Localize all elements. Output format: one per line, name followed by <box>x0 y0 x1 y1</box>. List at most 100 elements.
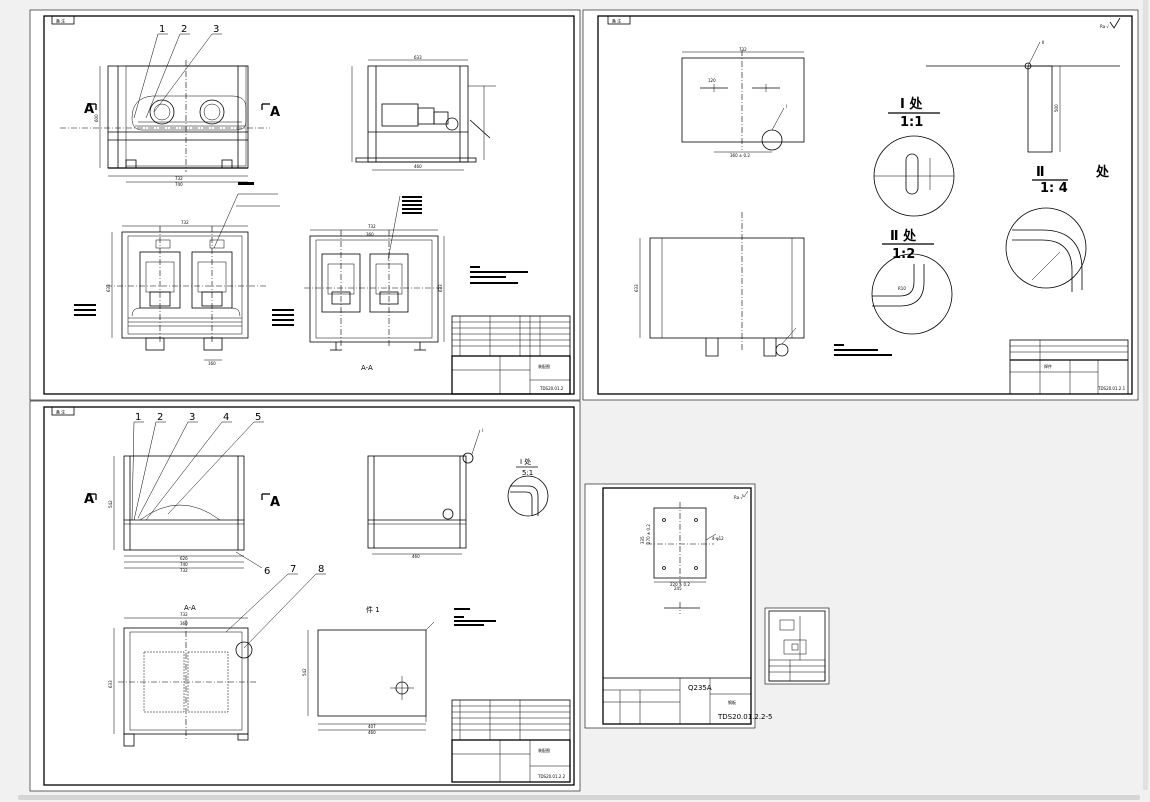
sheet-5-thumbnail[interactable] <box>764 607 830 685</box>
sheet4-material: Q235A <box>688 684 712 692</box>
sheet4-dim-w: 220 ± 0.2 <box>670 582 690 587</box>
sheet3-balloon-3: 3 <box>189 412 195 423</box>
sheet2-drawing-number: TDS20.01.2.1 <box>1097 386 1126 391</box>
sheet2-stamp: 备 注 <box>612 18 621 24</box>
sheet4-drawing-number: TDS20.01.2.2-5 <box>717 713 773 721</box>
sheet-2[interactable]: 备 注 Ra √ 732 120 I 360 ± 0.2 Ⅰ 处 1:1 II <box>582 9 1139 401</box>
sheet2-detail1-title: Ⅰ 处 <box>900 96 923 112</box>
sheet3-side-view: I 460 <box>367 428 483 559</box>
sheet3-balloon-4: 4 <box>223 412 229 423</box>
sheet3-detail-scale: 5:1 <box>522 469 533 477</box>
sheet4-plate-view: 220 ± 0.2 245 270 ± 0.2 335 4-φ12 <box>640 502 724 614</box>
sheet-1[interactable]: 备 注 600 732 740 1 2 3 <box>29 9 581 401</box>
sheet3-stamp: 备 注 <box>56 409 65 415</box>
sheet3-aa-view: A-A 732 360 633 <box>108 604 256 747</box>
sheet3-front-view: 542 626 740 732 1 2 3 4 5 A A 6 7 8 <box>84 412 326 649</box>
vertical-scrollbar[interactable] <box>1143 0 1148 790</box>
sheet2-detail-3: Ⅱ 处 1: 4 <box>1005 164 1110 292</box>
sheet1-dim-aa-w: 732 <box>368 224 376 229</box>
sheet3-balloon-7: 7 <box>290 564 296 575</box>
sheet1-dim-top-h: 633 <box>106 284 111 292</box>
sheet1-side-view: 633 460 <box>351 55 496 171</box>
sheet1-top-view: 732 633 160 <box>74 182 294 366</box>
sheet3-title-block[interactable]: 装配图 TDS20.01.2.2 <box>451 699 571 783</box>
sheet2-dim-hole: 360 ± 0.2 <box>730 153 750 158</box>
sheet2-title: 焊件 <box>1044 363 1052 369</box>
sheet3-dim-w3: 626 <box>180 556 188 561</box>
sheet3-part-view: 件 1 407 460 542 <box>302 605 496 735</box>
sheet2-leader-ii: II <box>1042 40 1044 45</box>
sheet1-dim-front-w: 740 <box>175 182 183 187</box>
sheet4-dim-h: 270 ± 0.2 <box>646 524 651 544</box>
sheet2-leader-i: I <box>786 104 787 109</box>
sheet3-section-mark-right: A <box>270 495 280 510</box>
sheet3-dim-c-w: 460 <box>368 730 376 735</box>
sheet4-title: 钢板 <box>728 699 736 705</box>
sheet3-dim-c-w2: 407 <box>368 724 376 729</box>
sheet3-balloons-top: 1 2 3 4 5 <box>131 412 264 521</box>
sheet1-drawing-number: TDS20.01.2 <box>539 386 564 391</box>
sheet3-balloon-2: 2 <box>157 412 163 423</box>
sheet4-dim-w2: 245 <box>674 586 682 591</box>
sheet2-plate-top: 732 120 I 360 ± 0.2 <box>681 47 805 158</box>
sheet3-section-mark-left: A <box>84 492 94 507</box>
sheet3-detail: Ⅰ 处 5:1 <box>507 457 549 517</box>
sheet3-dim-w: 740 <box>180 562 188 567</box>
sheet2-detail3-scale: 1: 4 <box>1040 181 1068 196</box>
sheet1-dim-front-h: 600 <box>94 114 99 122</box>
sheet2-detail3-suffix: 处 <box>1095 164 1110 180</box>
sheet2-notes <box>834 344 892 356</box>
sheet1-balloon-3: 3 <box>213 24 219 35</box>
sheet1-dim-small: 160 <box>208 361 216 366</box>
sheet3-balloon-8: 8 <box>318 564 324 575</box>
sheet2-dim-r1: R10 <box>898 286 906 291</box>
sheet2-detail-2: Ⅱ 处 1:2 R10 <box>871 228 953 335</box>
sheet3-drawing-number: TDS20.01.2.2 <box>537 774 566 779</box>
sheet2-title-block[interactable]: 焊件 TDS20.01.2.1 <box>1009 339 1129 395</box>
sheet3-section-caption: A-A <box>184 604 196 612</box>
sheet2-detail-1: Ⅰ 处 1:1 <box>873 96 955 217</box>
sheet2-plate-bottom: 633 <box>634 212 805 357</box>
sheet1-dim-side-w: 633 <box>414 55 422 60</box>
sheet1-notes <box>470 266 528 284</box>
sheet-3[interactable]: 备 注 542 626 740 732 1 2 3 4 5 A <box>29 400 581 792</box>
sheet3-title: 装配图 <box>538 747 550 753</box>
sheet2-dim-side: 500 <box>1054 104 1059 112</box>
sheet3-dim-aa-w: 732 <box>180 612 188 617</box>
sheet4-title-block[interactable]: Q235A 钢板 TDS20.01.2.2-5 <box>602 677 773 725</box>
sheet3-dim-c-h: 542 <box>302 668 307 676</box>
sheet1-front-view: 600 732 740 1 2 3 A A <box>60 24 280 187</box>
horizontal-scrollbar[interactable] <box>18 795 1140 800</box>
sheet3-balloon-5: 5 <box>255 412 261 423</box>
sheet-4[interactable]: Ra √ 220 ± 0.2 245 270 ± 0.2 335 4-φ12 Q… <box>584 483 773 729</box>
sheet1-aa-view: 732 360 633 A-A <box>304 195 445 372</box>
sheet1-dim-side-d: 460 <box>414 164 422 169</box>
sheet3-balloon-6: 6 <box>264 566 270 577</box>
sheet3-part-label: 件 1 <box>366 605 380 614</box>
sheet1-section-caption: A-A <box>361 364 373 372</box>
sheet2-dim-plate-h: 633 <box>634 284 639 292</box>
sheet1-section-mark-right: A <box>270 105 280 120</box>
sheet1-dim-pitch: 360 <box>366 232 374 237</box>
sheet3-balloon-1: 1 <box>135 412 141 423</box>
sheet1-section-mark-left: A <box>84 102 94 117</box>
sheet3-dim-h: 542 <box>108 500 113 508</box>
sheet3-detail-title: Ⅰ 处 <box>520 457 531 466</box>
sheet2-detail3-title: Ⅱ <box>1036 165 1045 180</box>
sheet3-dim-aa-h: 360 <box>180 621 188 626</box>
sheet1-balloon-1: 1 <box>159 24 165 35</box>
sheet1-title-block[interactable]: 装配图 TDS20.01.2 <box>451 315 571 395</box>
sheet1-title: 装配图 <box>538 363 550 369</box>
sheet2-bracket: II 500 <box>926 40 1120 153</box>
sheet4-dim-h2: 335 <box>640 536 645 544</box>
sheet1-stamp: 备 注 <box>56 18 65 24</box>
sheet1-dim-front-w2: 732 <box>175 176 183 181</box>
sheet1-dim-top-w: 732 <box>181 220 189 225</box>
sheet4-roughness: Ra √ <box>734 495 743 500</box>
sheet1-dim-aa-h: 633 <box>438 284 443 292</box>
sheet2-roughness: Ra √ <box>1100 24 1109 29</box>
sheet2-dim-small: 120 <box>708 78 716 83</box>
sheet3-dim-aa-h2: 633 <box>108 680 113 688</box>
